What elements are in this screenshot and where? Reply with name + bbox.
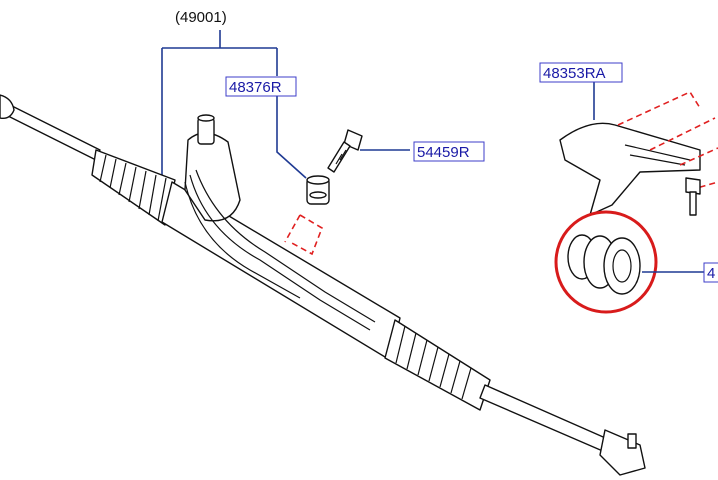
right-tie-rod [479, 384, 611, 453]
right-boot-ribs [395, 325, 472, 400]
grommet-leader [276, 96, 307, 179]
right-rack-boot [384, 319, 491, 411]
label-box-grommet [225, 76, 297, 97]
left-rack-boot [91, 149, 176, 226]
label-box-bracket [539, 62, 623, 83]
bolt-part [327, 129, 363, 173]
left-tie-rod [0, 99, 101, 161]
label-bracket[interactable]: 48353RA [543, 65, 606, 82]
assembly-leader-lines [161, 30, 278, 185]
left-boot-ribs [99, 154, 167, 222]
tie-rod-stud [627, 433, 637, 449]
label-grommet[interactable]: 48376R [229, 79, 282, 96]
bracket-part [559, 122, 701, 216]
pinion-cap [197, 114, 215, 122]
label-box-bolt [413, 141, 485, 162]
grommet-part [306, 175, 330, 205]
fluid-lines [184, 169, 376, 331]
label-bolt[interactable]: 54459R [417, 144, 470, 161]
label-box-bushing [703, 262, 718, 283]
steering-rack-assembly [0, 94, 646, 476]
bracket-bolt-part [685, 177, 701, 216]
rack-bushing-part [567, 234, 641, 295]
assembly-code: (49001) [175, 9, 227, 26]
grommet-dashed-guide [284, 214, 323, 256]
left-tie-rod-end [0, 94, 15, 120]
pinion-shaft [197, 117, 215, 145]
right-tie-rod-end [599, 429, 646, 476]
highlight-circle [554, 210, 658, 314]
label-bushing[interactable]: 4 [707, 265, 715, 282]
